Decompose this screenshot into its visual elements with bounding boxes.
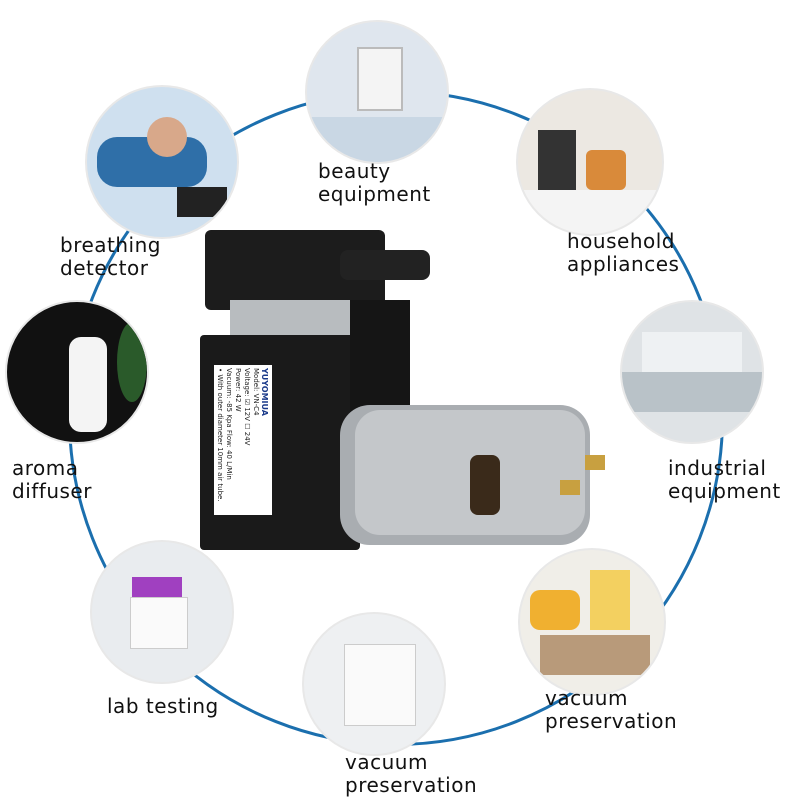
product-spec-label: YUYOMIUA Model: VN-C4 Voltage: ☑ 12V ☐ 2… [214,365,272,515]
label-lab-testing: lab testing [107,694,219,718]
spec-voltage: Voltage: ☑ 12V ☐ 24V [243,368,251,446]
aroma-diffuser-photo [5,300,149,444]
breathing-detector-photo [85,85,239,239]
spec-note: • With outer diameter 10mm air tube. [216,368,224,502]
spec-vacuum-flow: Vacuum: -85 Kpa Flow: 40 L/Min [225,368,233,480]
spec-power: Power: 42 W [234,368,242,412]
vacuum-preservation-photo-bottom [302,612,446,756]
lab-testing-photo [90,540,234,684]
vacuum-preservation-photo-right [518,548,666,696]
brand-name: YUYOMIUA [260,368,269,416]
industrial-equipment-photo [620,300,764,444]
spec-model: Model: VN-C4 [252,368,260,416]
vacuum-pump-image [200,230,605,550]
beauty-equipment-photo [305,20,449,164]
household-appliances-photo [516,88,664,236]
